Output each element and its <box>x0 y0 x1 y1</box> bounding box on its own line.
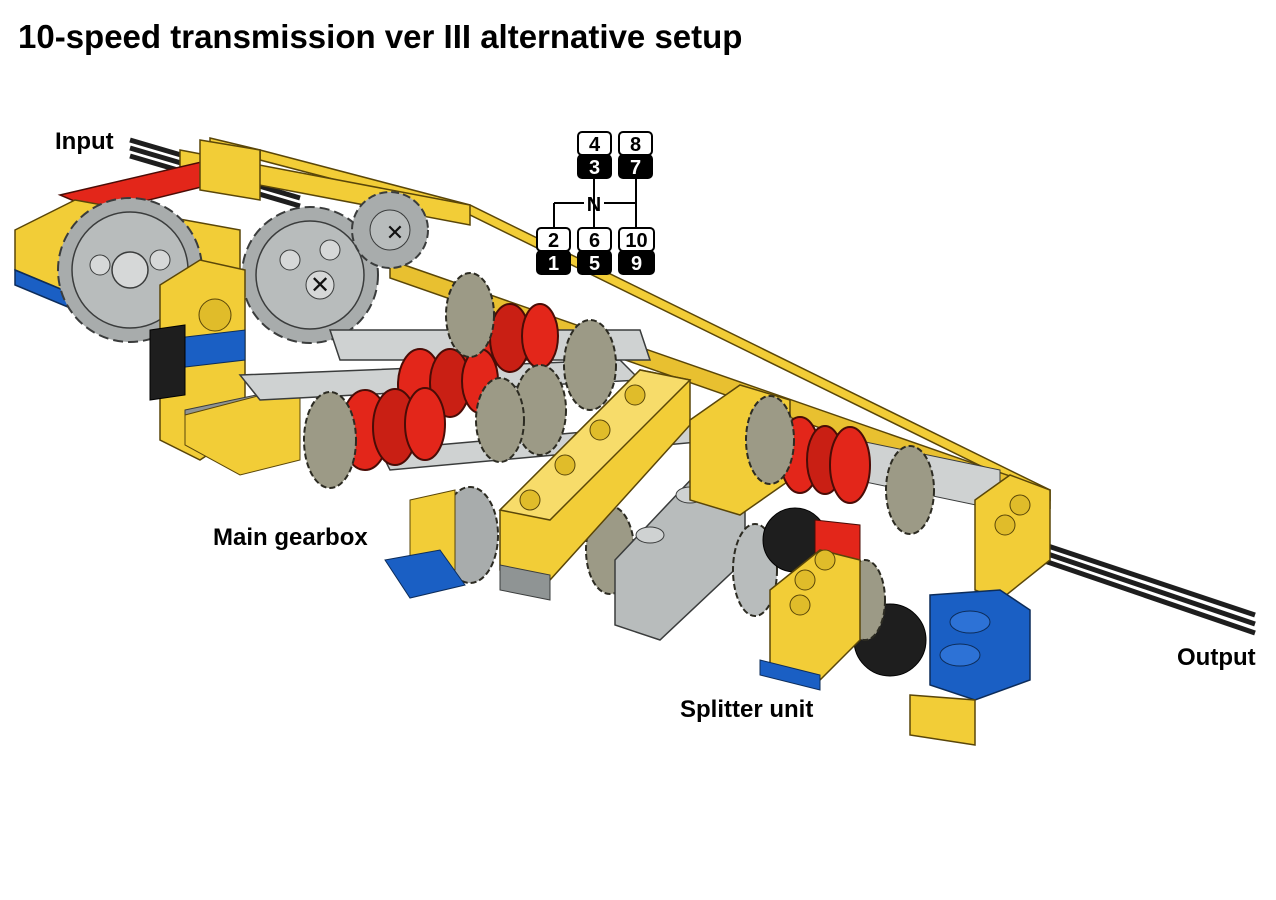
shift-pattern: N 4 3 8 7 2 1 6 5 1 <box>536 131 655 275</box>
gear-label-6: 6 <box>589 230 600 252</box>
gear-box-8-7: 8 7 <box>618 131 653 179</box>
left-bearing-block <box>149 259 301 476</box>
gear-box-4-3: 4 3 <box>577 131 612 179</box>
gear-label-9: 9 <box>631 253 642 275</box>
gear-label-7: 7 <box>630 157 641 179</box>
svg-text:✕: ✕ <box>386 220 404 245</box>
main-gearbox-front-beam <box>384 369 692 601</box>
gear-label-8: 8 <box>630 134 641 156</box>
gear-label-4: 4 <box>589 134 601 156</box>
input-label: Input <box>55 128 114 155</box>
gear-label-10: 10 <box>625 230 647 252</box>
gear-box-2-1: 2 1 <box>536 227 571 275</box>
gear-label-3: 3 <box>589 157 600 179</box>
splitter-unit <box>689 384 1001 691</box>
main-gearbox-gears <box>303 272 635 595</box>
small-gear-top: ✕ <box>351 191 429 269</box>
output-bearing-block <box>909 474 1051 746</box>
page-title: 10-speed transmission ver III alternativ… <box>18 18 743 55</box>
idler-gear-large: ✕ <box>241 206 379 344</box>
neutral-label: N <box>587 194 601 216</box>
gear-label-5: 5 <box>589 253 600 275</box>
output-label: Output <box>1177 644 1256 671</box>
main-gearbox-label: Main gearbox <box>213 524 368 551</box>
gear-label-1: 1 <box>548 253 559 275</box>
gear-label-2: 2 <box>548 230 559 252</box>
gear-box-6-5: 6 5 <box>577 227 612 275</box>
output-axle <box>1029 537 1256 636</box>
splitter-unit-label: Splitter unit <box>680 696 814 723</box>
gear-box-10-9: 10 9 <box>618 227 655 275</box>
svg-text:✕: ✕ <box>310 272 330 299</box>
